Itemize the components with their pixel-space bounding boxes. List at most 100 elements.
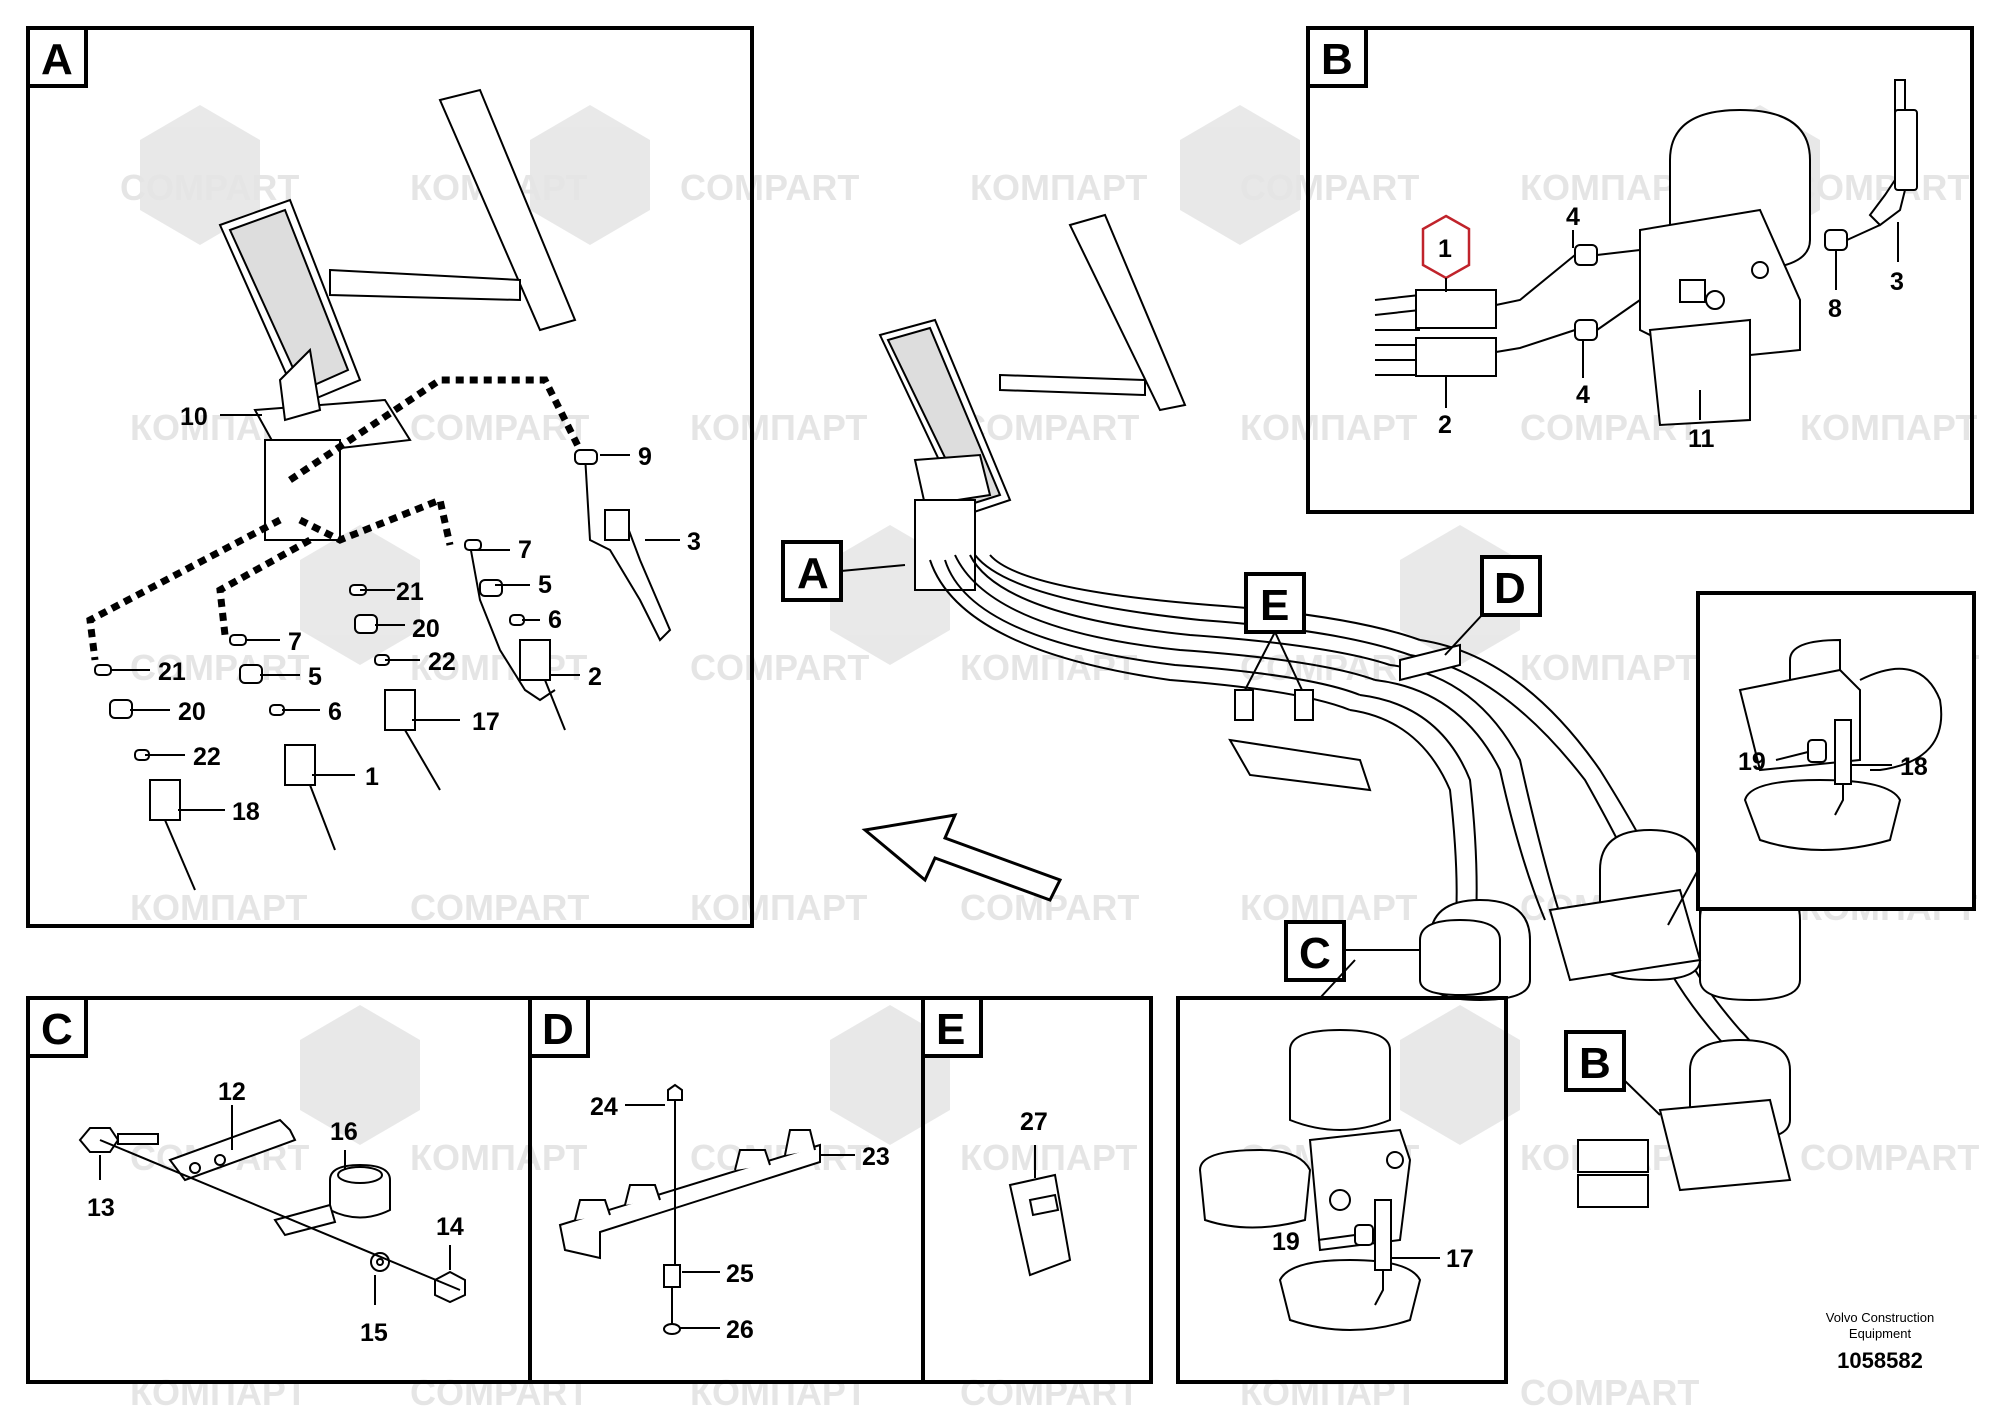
company-line-2: Equipment [1848,1326,1912,1341]
callout-number: 19 [1272,1228,1300,1256]
callout-number: 9 [638,443,652,471]
callout-number: 19 [1738,748,1766,776]
panel-a-letter: A [41,35,73,84]
watermark-text: КОМПАРТ [690,1372,867,1412]
callout-number: 24 [590,1093,618,1121]
view-label-d: D [1494,564,1526,613]
panel-a: A [26,26,754,928]
view-label-b: B [1579,1039,1611,1088]
callout-number: 5 [538,571,552,599]
watermark-text: КОМПАРТ [410,647,587,688]
panel-c-letter: C [41,1005,73,1054]
view-label-c: C [1299,929,1331,978]
callout-number: 2 [1438,411,1452,439]
watermark-text: КОМПАРТ [1800,407,1977,448]
watermark-text: КОМПАРТ [1520,647,1697,688]
panel-a-leaders [110,414,680,811]
watermark-text: COMPART [1240,167,1419,208]
panel-e-letter: E [936,1005,965,1054]
panel-d-letter: D [542,1005,574,1054]
watermark-text: COMPART [960,407,1139,448]
callout-number: 1 [1438,235,1452,263]
watermark-text: COMPART [1800,1137,1979,1178]
callout-number: 3 [1890,268,1904,296]
watermark-text: COMPART [410,407,589,448]
callout-number: 11 [1688,425,1715,453]
watermark-text: КОМПАРТ [690,887,867,928]
watermark-text: COMPART [1520,1372,1699,1412]
hose-fittings [94,449,672,891]
watermark-text: КОМПАРТ [1520,167,1697,208]
callout-number: 25 [726,1260,754,1288]
hoses [1374,224,1881,377]
watermark-text: КОМПАРТ [970,167,1147,208]
watermark-text: COMPART [120,167,299,208]
callout-number: 26 [726,1316,754,1344]
watermark-text: COMPART [960,1372,1139,1412]
watermark-text: КОМПАРТ [410,1137,587,1178]
callout-number: 12 [218,1078,246,1106]
callout-number: 2 [588,663,602,691]
callout-number: 10 [180,403,208,431]
callout-number: 13 [87,1194,115,1222]
main-assembly-view: A E D C B [781,213,1801,1208]
panel-a-callouts: 10 9 3 7 5 6 21 20 22 2 7 5 6 1 21 20 22… [158,403,701,826]
watermark-text: КОМПАРТ [130,1372,307,1412]
watermark-text: КОМПАРТ [130,887,307,928]
company-credit: Volvo Construction Equipment [1780,1310,1980,1342]
watermark-text: COMPART [690,647,869,688]
pedal-assembly-drawing [218,88,577,541]
callout-number: 20 [412,615,440,643]
panel-c: C 12 13 16 14 15 [26,996,532,1384]
callout-number: 21 [396,578,424,606]
callout-number: 18 [232,798,260,826]
callout-number: 6 [548,606,562,634]
watermark-text: КОМПАРТ [1240,407,1417,448]
callout-number: 7 [518,536,532,564]
routing-dashed-lines [86,376,584,661]
view-label-e: E [1260,581,1289,630]
callout-number: 22 [428,648,456,676]
callout-number: 5 [308,663,322,691]
callout-number: 27 [1020,1108,1048,1136]
callout-number: 3 [687,528,701,556]
watermark-text: КОМПАРТ [690,407,867,448]
callout-number: 15 [360,1319,388,1347]
callout-number: 17 [472,708,500,736]
document-number: 1058582 [1837,1348,1923,1373]
valve-block-drawing [1574,79,1918,427]
watermark-text: COMPART [410,887,589,928]
panel-detail-right: 19 18 [1667,591,1976,926]
panel-detail-bottom: 19 17 [1176,959,1508,1384]
callout-number: 18 [1900,753,1928,781]
panel-b-callouts: 1 4 4 2 11 8 3 [1438,203,1904,453]
callout-number: 23 [862,1143,890,1171]
direction-arrow [861,813,1063,902]
watermark-text: КОМПАРТ [960,1137,1137,1178]
watermark-text: COMPART [680,167,859,208]
panel-b: B [1306,26,1974,514]
callout-number: 16 [330,1118,358,1146]
watermark-text: КОМПАРТ [1240,1372,1417,1412]
main-pedals-drawing [878,213,1187,591]
callout-number: 8 [1828,295,1842,323]
panel-e: E 27 [921,996,1153,1384]
callout-number: 17 [1446,1245,1474,1273]
watermark-text: COMPART [410,1372,589,1412]
callout-number: 1 [365,763,379,791]
main-view-labels: A E D C B [781,540,1661,1116]
company-line-1: Volvo Construction [1825,1310,1935,1325]
panel-b-leaders [1445,222,1899,420]
callout-number: 22 [193,743,221,771]
watermark-text: COMPART [130,647,309,688]
view-label-a: A [797,549,829,598]
callout-number: 20 [178,698,206,726]
panel-b-letter: B [1321,35,1353,84]
panel-d: D 24 23 25 26 [528,996,925,1384]
callout-number: 7 [288,628,302,656]
callout-number: 6 [328,698,342,726]
callout-number: 21 [158,658,186,686]
callout-number: 14 [436,1213,464,1241]
callout-number: 4 [1566,203,1580,231]
